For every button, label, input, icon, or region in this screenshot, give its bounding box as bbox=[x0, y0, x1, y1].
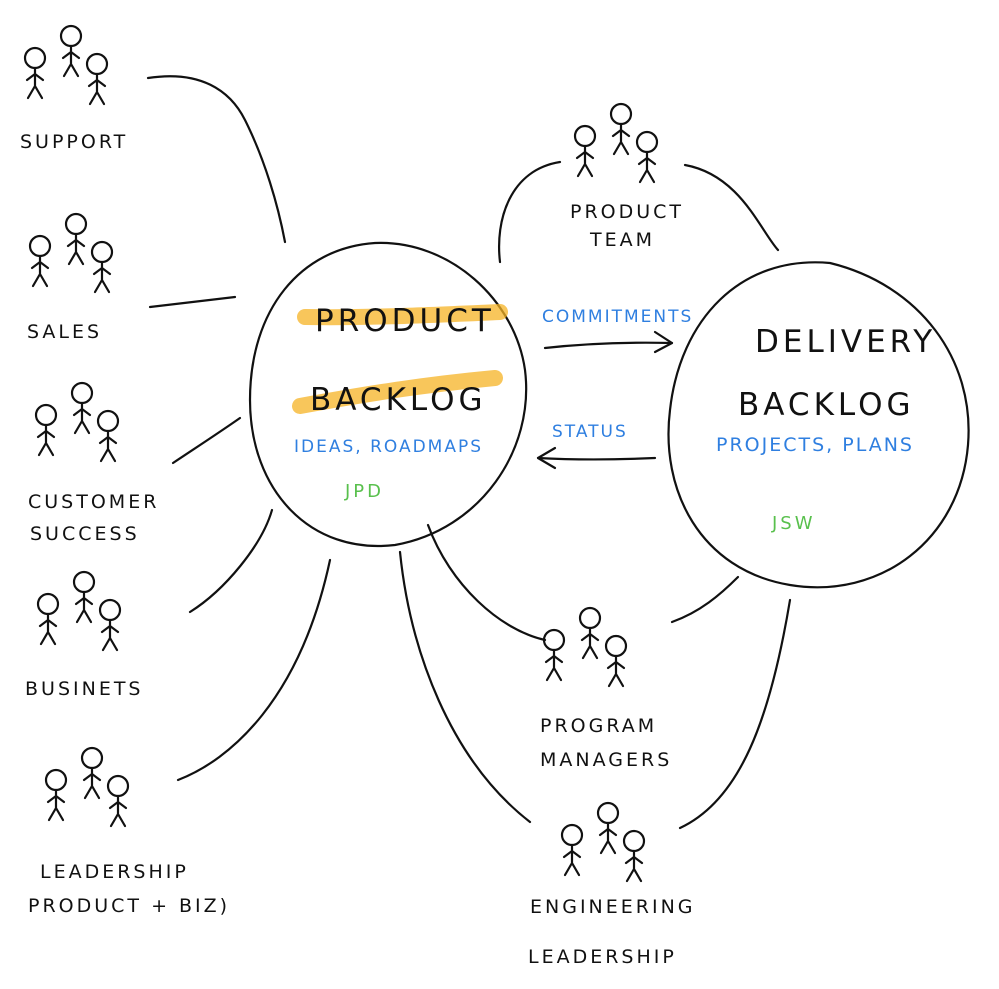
group-product-team: PRODUCT TEAM bbox=[570, 104, 684, 251]
delivery-backlog-node: DELIVERY BACKLOG PROJECTS, PLANS JSW bbox=[667, 261, 970, 589]
stick-figure-group-icon bbox=[575, 104, 657, 182]
group-support: SUPPORT bbox=[20, 26, 128, 153]
stick-figure-group-icon bbox=[562, 803, 644, 881]
connector-program-managers-left bbox=[426, 523, 547, 642]
business-label: BUSINETS bbox=[25, 678, 144, 700]
connector-sales bbox=[148, 295, 237, 309]
arrowhead-left-icon bbox=[536, 446, 557, 470]
stick-figure-group-icon bbox=[30, 214, 112, 292]
connectors bbox=[146, 75, 792, 830]
connector-product-team-left bbox=[498, 160, 562, 264]
connector-business bbox=[188, 508, 274, 614]
program-managers-label-line1: PROGRAM bbox=[540, 715, 657, 737]
group-sales: SALES bbox=[27, 214, 112, 343]
delivery-title-line1: DELIVERY bbox=[755, 324, 936, 360]
connector-eng-leadership-left bbox=[398, 550, 532, 824]
product-team-label-line2: TEAM bbox=[589, 229, 655, 251]
stick-figure-group-icon bbox=[544, 608, 626, 686]
delivery-subtitle: PROJECTS, PLANS bbox=[716, 434, 914, 456]
status-arrow: STATUS bbox=[536, 422, 657, 470]
stick-figure-group-icon bbox=[46, 748, 128, 826]
group-program-managers: PROGRAM MANAGERS bbox=[540, 608, 672, 771]
group-customer-success: CUSTOMER SUCCESS bbox=[28, 383, 159, 545]
leadership-label-line2: PRODUCT + BIZ) bbox=[28, 895, 230, 917]
customer-success-label-line2: SUCCESS bbox=[30, 523, 140, 545]
connector-eng-leadership-right bbox=[678, 598, 792, 830]
status-label: STATUS bbox=[552, 422, 628, 442]
stick-figure-group-icon bbox=[38, 572, 120, 650]
support-label: SUPPORT bbox=[20, 131, 128, 153]
delivery-title-line2: BACKLOG bbox=[738, 387, 915, 423]
connector-product-team-right bbox=[683, 163, 780, 252]
hub-title-line1: PRODUCT bbox=[315, 303, 495, 339]
commitments-arrow: COMMITMENTS bbox=[542, 307, 693, 354]
hub-tool: JPD bbox=[344, 481, 384, 502]
hub-title-line2: BACKLOG bbox=[310, 382, 487, 418]
group-business: BUSINETS bbox=[25, 572, 144, 700]
arrowhead-right-icon bbox=[653, 330, 674, 354]
eng-leadership-label-line2: LEADERSHIP bbox=[528, 946, 677, 968]
commitments-label: COMMITMENTS bbox=[542, 307, 693, 327]
program-managers-label-line2: MANAGERS bbox=[540, 749, 672, 771]
hub-subtitle: IDEAS, ROADMAPS bbox=[294, 437, 483, 457]
product-team-label-line1: PRODUCT bbox=[570, 201, 684, 223]
connector-support bbox=[146, 75, 287, 244]
product-backlog-hub: PRODUCT BACKLOG IDEAS, ROADMAPS JPD bbox=[248, 241, 528, 548]
stick-figure-group-icon bbox=[36, 383, 118, 461]
connector-customer-success bbox=[171, 416, 242, 465]
group-engineering-leadership: ENGINEERING LEADERSHIP bbox=[528, 803, 696, 968]
connector-program-managers-right bbox=[670, 575, 740, 624]
connector-leadership bbox=[176, 558, 332, 782]
leadership-label-line1: LEADERSHIP bbox=[40, 861, 189, 883]
eng-leadership-label-line1: ENGINEERING bbox=[530, 896, 696, 918]
sales-label: SALES bbox=[27, 321, 102, 343]
delivery-tool: JSW bbox=[771, 513, 816, 534]
stick-figure-group-icon bbox=[25, 26, 107, 104]
customer-success-label-line1: CUSTOMER bbox=[28, 491, 159, 513]
group-leadership: LEADERSHIP PRODUCT + BIZ) bbox=[28, 748, 230, 917]
